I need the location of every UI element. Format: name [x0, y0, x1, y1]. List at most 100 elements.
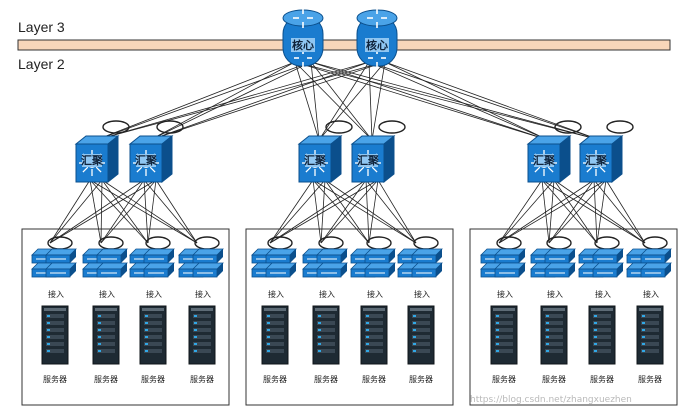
agg-access-link — [593, 179, 646, 244]
core-agg-link — [95, 61, 312, 141]
server-led — [366, 322, 369, 324]
agg-access-link — [269, 179, 379, 244]
agg-switch-arrow — [371, 166, 378, 173]
server-drive-bay — [593, 349, 611, 353]
server-led — [194, 343, 197, 345]
layer2-label: Layer 2 — [18, 56, 65, 72]
agg-access-link — [596, 179, 607, 244]
access-switch-icon: 接入 — [31, 248, 77, 299]
server-drive-bay — [365, 342, 383, 346]
server-drive-bay — [593, 321, 611, 325]
aggregation-layer: 汇聚汇聚汇聚汇聚汇聚汇聚 — [74, 134, 624, 184]
link-bundle-ellipse — [642, 236, 668, 250]
access-label: 接入 — [319, 289, 335, 299]
server-drive-bay — [97, 349, 115, 353]
server-led — [194, 315, 197, 317]
link-bundle-ellipse — [102, 120, 130, 134]
server-led — [366, 315, 369, 317]
agg-access-link — [605, 179, 646, 244]
server-led — [145, 322, 148, 324]
agg-access-link — [553, 179, 598, 244]
server-led — [318, 315, 321, 317]
server-drive-bay — [495, 321, 513, 325]
agg-access-link — [377, 179, 417, 244]
agg-access-link — [320, 179, 367, 244]
server-led — [47, 315, 50, 317]
server-led — [594, 315, 597, 317]
agg-access-link — [548, 179, 595, 244]
access-switch-side — [217, 263, 223, 277]
server-top-trim — [191, 308, 213, 311]
aggregation-switch-icon: 汇聚 — [350, 134, 396, 184]
server-led — [318, 336, 321, 338]
access-switch-side — [665, 263, 671, 277]
server-led — [145, 315, 148, 317]
server-led — [145, 336, 148, 338]
server-led — [267, 329, 270, 331]
server-drive-bay — [412, 349, 430, 353]
access-switch-icon: 接入 — [578, 248, 624, 299]
agg-label-chip — [136, 154, 156, 167]
server-drive-bay — [144, 328, 162, 332]
server-led — [98, 336, 101, 338]
aggregation-label: 汇聚 — [135, 154, 158, 167]
agg-access-link — [498, 179, 555, 244]
access-switch-side — [341, 249, 347, 263]
server-led — [496, 315, 499, 317]
server-led — [642, 343, 645, 345]
access-label: 接入 — [146, 289, 162, 299]
server-drive-bay — [317, 342, 335, 346]
server-drive-bay — [365, 335, 383, 339]
server-drive-bay — [46, 335, 64, 339]
server-drive-bay — [97, 321, 115, 325]
server-led — [413, 350, 416, 352]
access-switch-icon: 接入 — [82, 248, 128, 299]
server-led — [546, 322, 549, 324]
server-led — [546, 336, 549, 338]
agg-access-link — [324, 179, 370, 244]
server-drive-bay — [46, 342, 64, 346]
server-drive-bay — [266, 328, 284, 332]
server-led — [546, 350, 549, 352]
agg-switch-side — [559, 134, 571, 184]
server-drive-bay — [317, 335, 335, 339]
core-agg-link — [384, 61, 601, 141]
server-drive-bay — [193, 335, 211, 339]
server-rack-icon: 服务器 — [407, 305, 435, 384]
access-label: 接入 — [48, 289, 64, 299]
access-label: 接入 — [595, 289, 611, 299]
access-switch-side — [519, 249, 525, 263]
server-led — [47, 329, 50, 331]
agg-access-link — [155, 179, 198, 244]
server-led — [366, 336, 369, 338]
agg-access-link — [49, 179, 145, 244]
server-drive-bay — [317, 349, 335, 353]
server-drive-bay — [545, 314, 563, 318]
server-led — [642, 322, 645, 324]
aggregation-label: 汇聚 — [81, 154, 104, 167]
server-led — [194, 322, 197, 324]
server-led — [194, 350, 197, 352]
server-rack-icon: 服务器 — [188, 305, 216, 384]
link-bundle-ellipse — [156, 120, 184, 134]
agg-switch-arrow — [318, 166, 325, 173]
agg-access-link — [541, 179, 598, 244]
core-agg-link — [371, 61, 386, 141]
server-drive-bay — [412, 335, 430, 339]
server-drive-bay — [641, 335, 659, 339]
server-top-trim — [315, 308, 337, 311]
server-drive-bay — [193, 342, 211, 346]
server-led — [546, 343, 549, 345]
core-label: 核心 — [366, 38, 388, 52]
access-switch-side — [569, 263, 575, 277]
agg-access-link — [100, 179, 157, 244]
server-rack-icon: 服务器 — [92, 305, 120, 384]
core-agg-link — [149, 61, 296, 141]
server-rack-icon: 服务器 — [490, 305, 518, 384]
agg-switch-arrow — [599, 166, 606, 173]
agg-switch-arrow — [305, 166, 312, 173]
core-agg-link — [310, 61, 373, 141]
server-led — [98, 343, 101, 345]
server-label: 服务器 — [314, 374, 338, 384]
